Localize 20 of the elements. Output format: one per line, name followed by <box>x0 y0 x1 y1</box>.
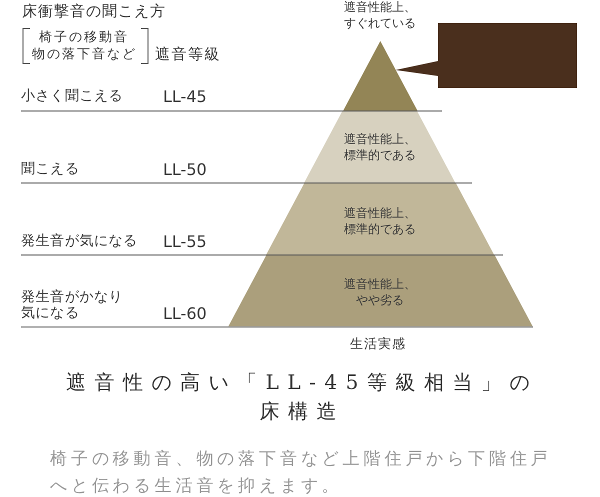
note-text: 椅子の移動音物の落下音など <box>32 29 138 63</box>
axis-label: 生活実感 <box>350 337 406 353</box>
column-heading: 遮音等級 <box>155 45 221 63</box>
row-label: 発生音が気になる <box>21 232 138 250</box>
column-heading: 床衝撃音の聞こえ方 <box>22 2 166 20</box>
row-label: 発生音がかなり気になる <box>21 289 124 321</box>
caption: 椅子の移動音、物の落下音など上階住戸から下階住戸へと伝わる生活音を抑えます。 <box>50 448 553 497</box>
row-label: 小さく聞こえる <box>21 87 124 105</box>
callout-pointer <box>396 61 438 76</box>
tier-label: 遮音性能上、標準的である <box>342 131 417 163</box>
tier-label: 遮音性能上、標準的である <box>342 205 417 237</box>
grade-label: LL-45 <box>163 88 207 106</box>
callout-box <box>438 23 577 88</box>
title: 遮音性の高い「LL-45等級相当」の床構造 <box>65 369 539 425</box>
tier-label: 遮音性能上、やや劣る <box>343 276 417 308</box>
grade-label: LL-55 <box>163 233 207 251</box>
tier-label: 遮音性能上、すぐれている <box>343 0 417 31</box>
grade-label: LL-60 <box>163 305 207 323</box>
row-label: 聞こえる <box>21 160 80 178</box>
grade-label: LL-50 <box>163 161 207 179</box>
